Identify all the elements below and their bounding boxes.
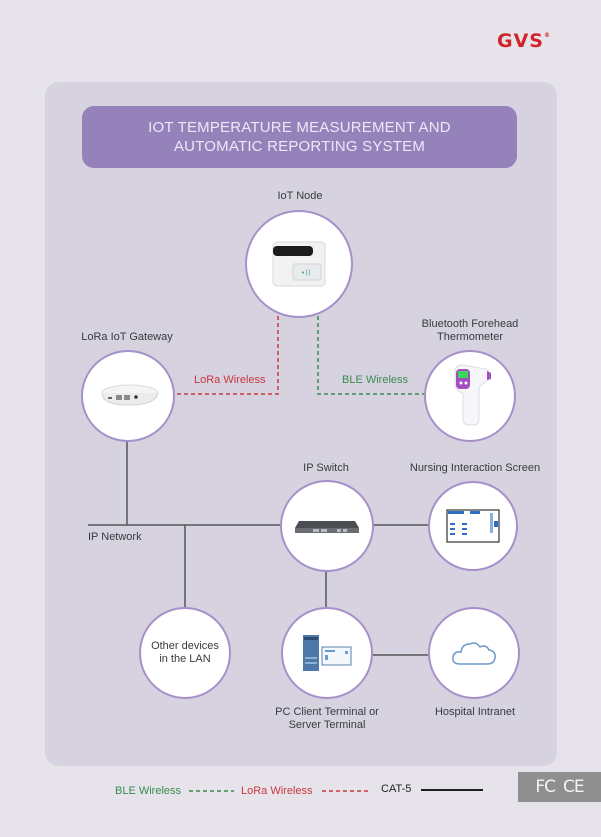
ce-mark-icon: CE — [563, 777, 585, 797]
lora-wireless-link — [174, 316, 279, 395]
other-devices-line-1: Other devices — [151, 640, 219, 652]
title-line-1: IOT TEMPERATURE MEASUREMENT AND — [148, 119, 451, 136]
legend-lora-swatch — [322, 790, 368, 792]
ble-wireless-label: BLE Wireless — [342, 374, 409, 386]
other-devices-node[interactable]: Other devices in the LAN — [139, 607, 231, 699]
pc-terminal-label: PC Client Terminal or Server Terminal — [262, 706, 392, 732]
ble-wireless-link — [317, 316, 426, 395]
thermometer-label-line-1: Bluetooth Forehead — [421, 318, 519, 330]
lora-gateway-router-icon — [101, 384, 159, 406]
thermometer-label-line-2: Thermometer — [436, 331, 504, 343]
pc-terminal-label-line-2: Server Terminal — [288, 719, 366, 731]
gvs-logo: GVS® — [497, 30, 551, 52]
network-switch-icon — [295, 521, 359, 533]
cloud-icon — [452, 642, 496, 665]
forehead-thermometer-icon — [454, 364, 491, 426]
legend-lora-label: LoRa Wireless — [241, 785, 313, 797]
legend-cat5-label: CAT-5 — [381, 783, 412, 795]
registered-mark: ® — [543, 32, 551, 39]
diagram-title: IOT TEMPERATURE MEASUREMENT AND AUTOMATI… — [82, 106, 517, 168]
nursing-screen-node[interactable] — [428, 481, 518, 571]
thermometer-node[interactable] — [424, 350, 516, 442]
iot-node-device-icon: •)) — [272, 241, 326, 287]
iot-node-label: IoT Node — [277, 190, 323, 202]
legend-cat5-swatch — [421, 789, 483, 791]
pc-terminal-node[interactable] — [281, 607, 373, 699]
gateway-label: LoRa IoT Gateway — [81, 331, 173, 343]
lora-wireless-label: LoRa Wireless — [194, 374, 266, 386]
lora-gateway-node[interactable] — [81, 350, 175, 442]
server-computer-icon — [303, 635, 352, 671]
fcc-mark-icon: FC — [535, 777, 556, 797]
monitor-screen-icon — [446, 509, 500, 543]
legend-ble-label: BLE Wireless — [115, 785, 182, 797]
other-devices-line-2: in the LAN — [159, 653, 211, 665]
hospital-intranet-node[interactable] — [428, 607, 520, 699]
svg-text:•)): •)) — [301, 269, 311, 277]
logo-text: GVS — [497, 30, 544, 52]
iot-node[interactable]: •)) — [245, 210, 353, 318]
hospital-intranet-label: Hospital Intranet — [434, 706, 516, 718]
legend-ble-swatch — [189, 790, 234, 792]
title-line-2: AUTOMATIC REPORTING SYSTEM — [173, 138, 426, 155]
thermometer-label: Bluetooth Forehead Thermometer — [410, 318, 530, 344]
ip-switch-label: IP Switch — [303, 462, 349, 474]
pc-terminal-label-line-1: PC Client Terminal or — [275, 706, 379, 718]
certification-badge: FC CE — [518, 772, 601, 802]
nursing-screen-label: Nursing Interaction Screen — [409, 462, 541, 474]
ip-switch-node[interactable] — [280, 480, 374, 572]
ip-network-label: IP Network — [88, 531, 142, 543]
other-devices-label: Other devices in the LAN — [151, 640, 219, 666]
